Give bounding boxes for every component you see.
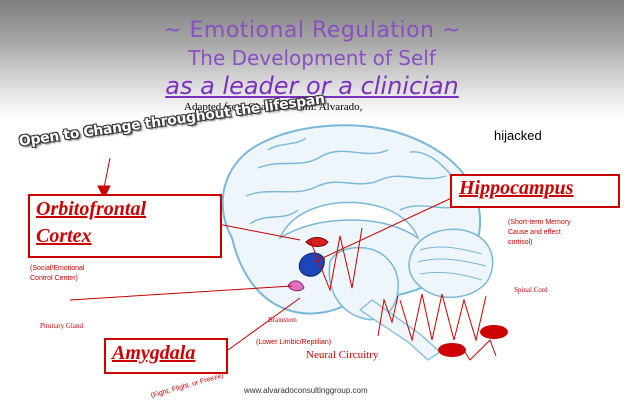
- orbitofrontal-label-line2: Cortex: [36, 225, 92, 248]
- orbitofrontal-note: (Social/Emotional Control Center): [30, 264, 84, 284]
- hippocampus-note-line2: Cause and effect: [508, 228, 571, 238]
- cerebellum: [409, 229, 493, 297]
- lower-limbic-label: (Lower Limbic/Reptilian): [256, 338, 331, 348]
- orbitofrontal-note-line1: (Social/Emotional: [30, 264, 84, 274]
- brainstem-label: Brainstem: [268, 316, 297, 324]
- orbitofrontal-note-line2: Control Center): [30, 274, 84, 284]
- neural-circuitry-label: Neural Circuitry: [306, 349, 378, 361]
- neural-node-1: [438, 343, 466, 357]
- hippocampus-note-line1: (Short-term Memory: [508, 218, 571, 228]
- neural-node-2: [480, 325, 508, 339]
- hippocampus-label: Hippocampus: [459, 177, 573, 200]
- hippocampus-note: (Short-term Memory Cause and effect cort…: [508, 218, 571, 248]
- orbitofrontal-label-line1: Orbitofrontal: [36, 198, 146, 221]
- orbitofrontal-box: Orbitofrontal Cortex: [28, 194, 222, 258]
- amygdala-box: Amygdala: [104, 338, 228, 374]
- website-url: www.alvaradoconsultinggroup.com: [244, 386, 368, 395]
- amygdala-label: Amygdala: [112, 342, 195, 365]
- pituitary-label: Pituitary Gland: [40, 322, 83, 330]
- hippocampus-box: Hippocampus: [450, 174, 620, 208]
- hijacked-label: hijacked: [494, 128, 542, 143]
- spinal-cord-label: Spinal Cord: [514, 286, 548, 294]
- hippocampus-note-line3: cortisol): [508, 238, 571, 248]
